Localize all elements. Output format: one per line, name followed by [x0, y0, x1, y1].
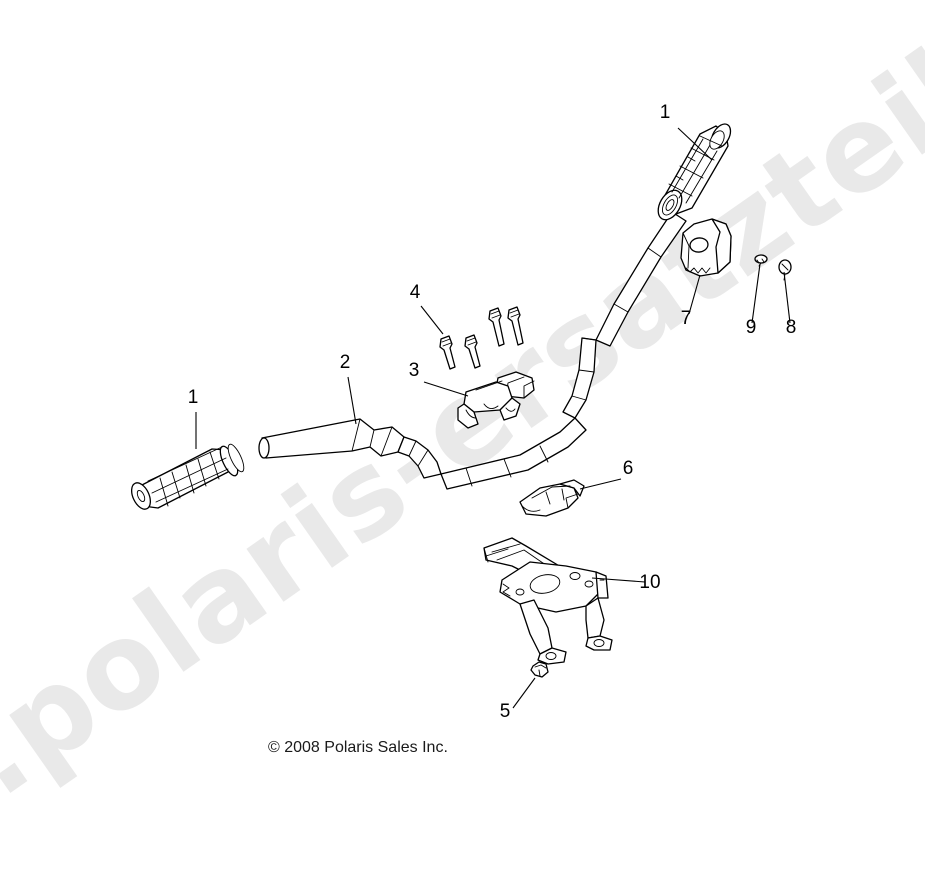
leader-10 [591, 577, 646, 583]
callout-group: 1 1 2 3 4 5 6 7 8 9 10 [188, 102, 797, 722]
leader-1-right [677, 127, 713, 161]
leader-4 [420, 305, 444, 335]
callout-number-6: 6 [623, 458, 634, 479]
part-throttle-housing [680, 218, 732, 277]
callout-number-5: 5 [500, 701, 511, 722]
callout-number-8: 8 [786, 317, 797, 338]
leader-3 [423, 381, 469, 397]
callout-number-3: 3 [409, 360, 420, 381]
bolt-c [488, 307, 505, 347]
part-screw-small [778, 259, 792, 281]
copyright-notice: © 2008 Polaris Sales Inc. [268, 739, 448, 756]
leader-7 [688, 274, 701, 315]
bolt-b [464, 334, 481, 369]
part-handlebar [258, 211, 687, 490]
part-clamp-lower [519, 479, 585, 517]
callout-number-1-right: 1 [660, 102, 671, 123]
callout-number-2: 2 [340, 352, 351, 373]
part-screw-tiny [754, 254, 768, 267]
callout-number-7: 7 [681, 308, 692, 329]
leader-6 [579, 478, 622, 490]
part-bolts [439, 306, 524, 370]
part-grip-left [130, 443, 245, 510]
callout-number-9: 9 [746, 317, 757, 338]
leader-8 [783, 271, 791, 324]
part-nut [530, 661, 549, 678]
callout-number-4: 4 [410, 282, 421, 303]
bolt-a [439, 335, 456, 370]
part-mounting-bracket [483, 537, 613, 665]
callout-number-10: 10 [639, 572, 660, 593]
part-clamp-upper [457, 371, 535, 429]
bolt-d [507, 306, 524, 346]
leader-2 [347, 376, 357, 425]
leader-5 [512, 677, 536, 709]
callout-number-1-left: 1 [188, 387, 199, 408]
leader-9 [751, 263, 761, 324]
